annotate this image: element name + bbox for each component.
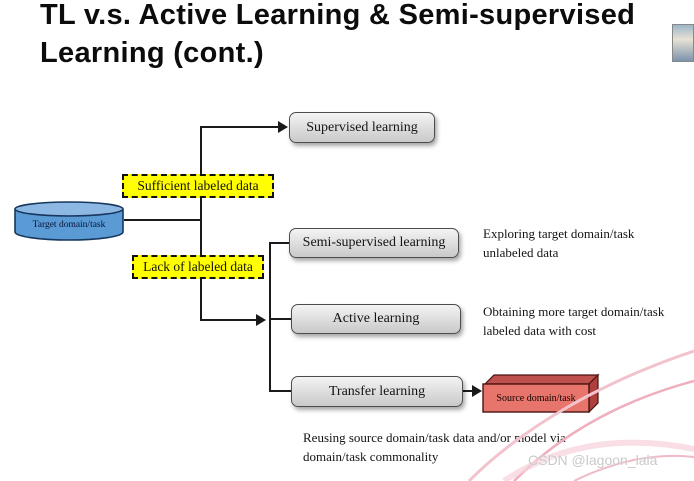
connector-line <box>271 242 289 244</box>
source-domain-node: Source domain/task <box>481 373 601 414</box>
method-transfer-learning: Transfer learning <box>291 376 463 407</box>
connector-line <box>269 242 271 392</box>
condition-lack-of-labeled-data: Lack of labeled data <box>132 255 264 279</box>
page-title: TL v.s. Active Learning & Semi-supervise… <box>40 0 636 69</box>
connector-line <box>202 319 256 321</box>
arrow-right-icon <box>278 121 288 133</box>
target-domain-label: Target domain/task <box>32 220 106 230</box>
connector-line <box>271 390 291 392</box>
condition-sufficient-labeled-data: Sufficient labeled data <box>122 174 274 198</box>
target-domain-node: Target domain/task <box>13 200 125 242</box>
watermark: CSDN @lagoon_lala <box>528 452 658 468</box>
annotation-active-learning: Obtaining more target domain/task labele… <box>483 304 665 338</box>
connector-line <box>202 126 278 128</box>
method-supervised-learning: Supervised learning <box>289 112 435 143</box>
video-thumbnail[interactable] <box>672 24 694 62</box>
connector-line <box>271 318 291 320</box>
connector-line <box>124 219 202 221</box>
method-semi-supervised-learning: Semi-supervised learning <box>289 228 459 258</box>
source-domain-label: Source domain/task <box>496 392 576 404</box>
annotation-semi-supervised: Exploring target domain/task unlabeled d… <box>483 226 635 260</box>
method-active-learning: Active learning <box>291 304 461 334</box>
cylinder-icon <box>14 201 124 241</box>
arrow-right-icon <box>256 314 266 326</box>
connector-line <box>200 126 202 321</box>
